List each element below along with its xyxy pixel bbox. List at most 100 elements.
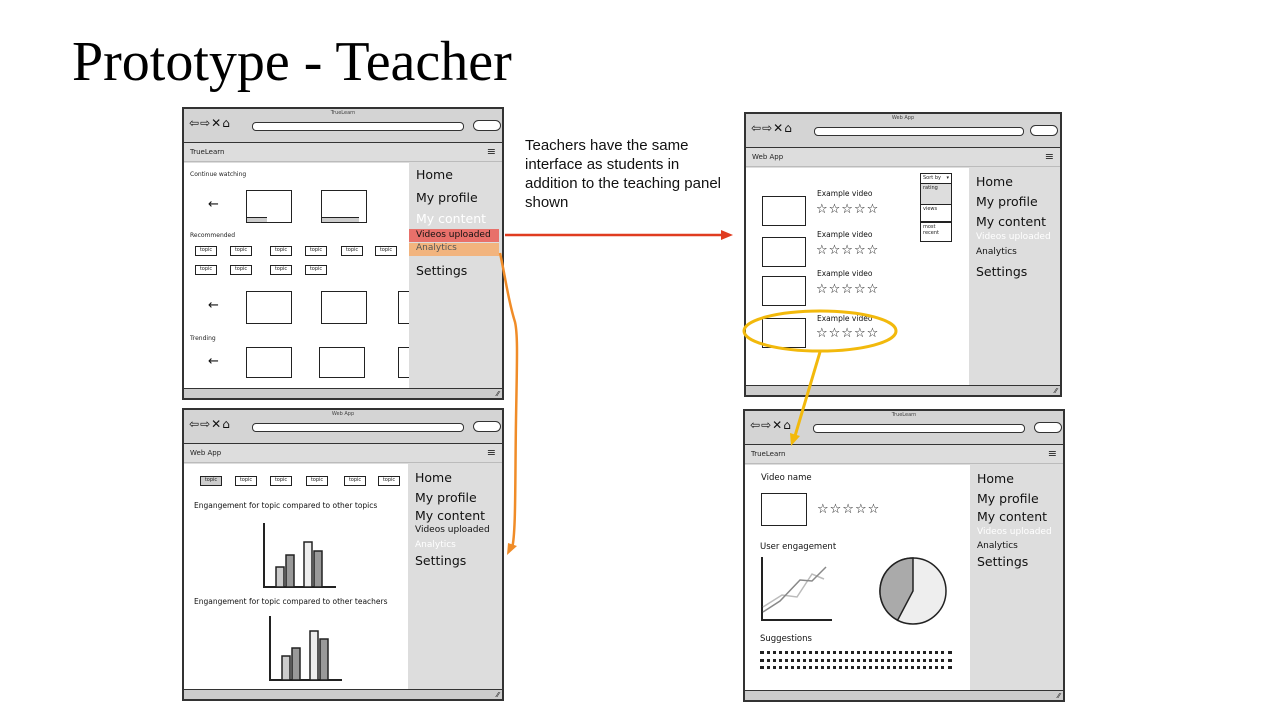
star-rating[interactable]: ☆☆☆☆☆ xyxy=(816,243,880,258)
close-icon[interactable]: ✕ xyxy=(211,116,223,130)
video-thumbnail[interactable] xyxy=(762,196,806,226)
video-thumbnail[interactable] xyxy=(762,237,806,267)
menu-settings[interactable]: Settings xyxy=(416,263,468,278)
video-thumbnail[interactable] xyxy=(246,291,292,324)
sidebar-menu: Home My profile My content Videos upload… xyxy=(970,465,1063,690)
video-thumbnail[interactable] xyxy=(762,276,806,306)
resize-grip-icon[interactable]: ⁄⁄ xyxy=(1057,692,1060,700)
menu-videos-uploaded[interactable]: Videos uploaded xyxy=(977,527,1052,537)
menu-my-profile[interactable]: My profile xyxy=(976,194,1038,209)
search-pill[interactable] xyxy=(473,120,501,131)
app-name: TrueLearn xyxy=(190,148,225,156)
star-rating[interactable]: ☆☆☆☆☆ xyxy=(816,282,880,297)
video-thumbnail[interactable] xyxy=(319,347,365,378)
star-rating[interactable]: ☆☆☆☆☆ xyxy=(816,202,880,217)
forward-arrow-icon[interactable]: ⇨ xyxy=(762,121,774,135)
home-icon[interactable]: ⌂ xyxy=(784,121,793,135)
topic-chip[interactable]: topic xyxy=(305,246,327,256)
menu-my-profile[interactable]: My profile xyxy=(977,491,1039,506)
star-rating[interactable]: ☆☆☆☆☆ xyxy=(817,502,881,517)
video-thumbnail[interactable] xyxy=(321,190,367,223)
menu-my-profile[interactable]: My profile xyxy=(416,190,478,205)
topic-chip[interactable]: topic xyxy=(305,265,327,275)
topic-chip[interactable]: topic xyxy=(230,265,252,275)
search-pill[interactable] xyxy=(1030,125,1058,136)
back-arrow-icon[interactable]: ⇦ xyxy=(750,418,762,432)
back-arrow-icon[interactable]: ⇦ xyxy=(189,417,201,431)
resize-grip-icon[interactable]: ⁄⁄ xyxy=(496,691,499,699)
video-thumbnail[interactable] xyxy=(246,347,292,378)
hamburger-icon[interactable]: ≡ xyxy=(1044,150,1054,163)
chevron-down-icon: ▾ xyxy=(946,175,949,181)
menu-settings[interactable]: Settings xyxy=(977,554,1029,569)
menu-my-profile[interactable]: My profile xyxy=(415,490,477,505)
left-arrow-icon[interactable]: ← xyxy=(208,354,219,369)
browser-toolbar: Web App ⇦⇨✕⌂ xyxy=(184,410,502,444)
left-arrow-icon[interactable]: ← xyxy=(208,298,219,313)
menu-analytics[interactable]: Analytics xyxy=(977,541,1018,551)
sort-option-most-recent[interactable]: most recent xyxy=(920,222,952,242)
url-bar[interactable] xyxy=(814,127,1024,136)
home-icon[interactable]: ⌂ xyxy=(222,116,231,130)
topic-chip[interactable]: topic xyxy=(195,265,217,275)
menu-analytics[interactable]: Analytics xyxy=(415,540,456,550)
forward-arrow-icon[interactable]: ⇨ xyxy=(200,417,212,431)
menu-home[interactable]: Home xyxy=(415,470,452,485)
menu-videos-uploaded[interactable]: Videos uploaded xyxy=(415,525,490,535)
video-thumbnail[interactable] xyxy=(398,347,411,378)
topic-chip[interactable]: topic xyxy=(270,246,292,256)
url-bar[interactable] xyxy=(252,122,464,131)
hamburger-icon[interactable]: ≡ xyxy=(486,145,496,158)
video-thumbnail[interactable] xyxy=(246,190,292,223)
close-icon[interactable]: ✕ xyxy=(211,417,223,431)
topic-chip[interactable]: topic xyxy=(235,476,257,486)
home-icon[interactable]: ⌂ xyxy=(783,418,792,432)
menu-home[interactable]: Home xyxy=(977,471,1014,486)
menu-my-content[interactable]: My content xyxy=(976,214,1047,229)
menu-analytics[interactable]: Analytics xyxy=(416,243,457,253)
forward-arrow-icon[interactable]: ⇨ xyxy=(200,116,212,130)
menu-videos-uploaded[interactable]: Videos uploaded xyxy=(976,232,1051,242)
video-thumbnail[interactable] xyxy=(762,318,806,348)
menu-home[interactable]: Home xyxy=(976,174,1013,189)
video-thumbnail[interactable] xyxy=(398,291,411,324)
hamburger-icon[interactable]: ≡ xyxy=(1047,447,1057,460)
topic-chip[interactable]: topic xyxy=(230,246,252,256)
star-rating[interactable]: ☆☆☆☆☆ xyxy=(816,326,880,341)
menu-settings[interactable]: Settings xyxy=(415,553,467,568)
menu-home[interactable]: Home xyxy=(416,167,453,182)
close-icon[interactable]: ✕ xyxy=(772,418,784,432)
close-icon[interactable]: ✕ xyxy=(773,121,785,135)
topic-chip[interactable]: topic xyxy=(341,246,363,256)
menu-analytics[interactable]: Analytics xyxy=(976,247,1017,257)
menu-my-content[interactable]: My content xyxy=(977,509,1048,524)
topic-chip-selected[interactable]: topic xyxy=(200,476,222,486)
resize-grip-icon[interactable]: ⁄⁄ xyxy=(1054,387,1057,395)
topic-chip[interactable]: topic xyxy=(378,476,400,486)
menu-my-content[interactable]: My content xyxy=(415,508,486,523)
hamburger-icon[interactable]: ≡ xyxy=(486,446,496,459)
forward-arrow-icon[interactable]: ⇨ xyxy=(761,418,773,432)
annotation-caption: Teachers have the same interface as stud… xyxy=(525,137,721,211)
menu-videos-uploaded[interactable]: Videos uploaded xyxy=(416,230,491,240)
back-arrow-icon[interactable]: ⇦ xyxy=(189,116,201,130)
url-bar[interactable] xyxy=(252,423,464,432)
search-pill[interactable] xyxy=(473,421,501,432)
topic-chip[interactable]: topic xyxy=(344,476,366,486)
topic-chip[interactable]: topic xyxy=(270,265,292,275)
home-icon[interactable]: ⌂ xyxy=(222,417,231,431)
url-bar[interactable] xyxy=(813,424,1025,433)
left-arrow-icon[interactable]: ← xyxy=(208,197,219,212)
topic-chip[interactable]: topic xyxy=(375,246,397,256)
back-arrow-icon[interactable]: ⇦ xyxy=(751,121,763,135)
menu-my-content[interactable]: My content xyxy=(416,211,487,226)
topic-chip[interactable]: topic xyxy=(195,246,217,256)
topic-chip[interactable]: topic xyxy=(306,476,328,486)
video-thumbnail[interactable] xyxy=(321,291,367,324)
sort-option-views[interactable]: views xyxy=(920,204,952,222)
search-pill[interactable] xyxy=(1034,422,1062,433)
video-thumbnail[interactable] xyxy=(761,493,807,526)
resize-grip-icon[interactable]: ⁄⁄ xyxy=(496,390,499,398)
menu-settings[interactable]: Settings xyxy=(976,264,1028,279)
topic-chip[interactable]: topic xyxy=(270,476,292,486)
